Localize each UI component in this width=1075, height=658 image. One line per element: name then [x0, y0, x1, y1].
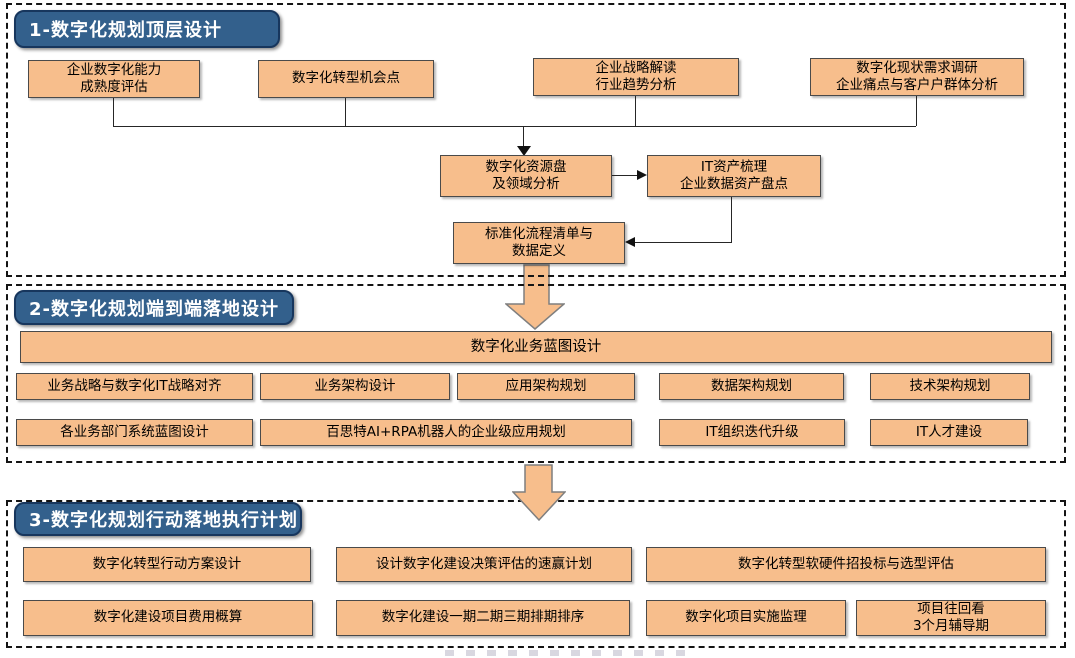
section-2-title: 2-数字化规划端到端落地设计 — [14, 290, 294, 325]
connector-line — [916, 96, 917, 126]
connector-line — [731, 197, 732, 243]
box-dept-blueprint: 各业务部门系统蓝图设计 — [16, 419, 253, 446]
box-process-list: 标准化流程清单与 数据定义 — [453, 222, 625, 264]
arrowhead-left — [625, 237, 635, 247]
box-data-architecture: 数据架构规划 — [659, 373, 844, 400]
big-down-arrow-1 — [505, 264, 565, 330]
connector-line — [635, 96, 636, 126]
box-strategy-interpretation: 企业战略解读 行业趋势分析 — [533, 58, 739, 96]
box-bidding-evaluation: 数字化转型软硬件招投标与选型评估 — [646, 547, 1046, 582]
box-it-org-upgrade: IT组织迭代升级 — [659, 419, 845, 446]
box-quick-win-plan: 设计数字化建设决策评估的速赢计划 — [336, 547, 632, 582]
connector-line — [612, 175, 638, 176]
box-project-review: 项目往回看 3个月辅导期 — [856, 600, 1046, 636]
connector-line — [635, 242, 732, 243]
box-status-research: 数字化现状需求调研 企业痛点与客户户群体分析 — [810, 58, 1024, 96]
box-cost-estimate: 数字化建设项目费用概算 — [23, 600, 313, 636]
box-application-architecture: 应用架构规划 — [457, 373, 635, 400]
box-resource-inventory: 数字化资源盘 及领域分析 — [440, 155, 612, 197]
box-implementation-supervision: 数字化项目实施监理 — [646, 600, 846, 636]
arrowhead-right — [637, 170, 647, 180]
section-2-frame — [6, 284, 1066, 463]
section-3-title: 3-数字化规划行动落地执行计划 — [14, 502, 302, 536]
box-it-asset-review: IT资产梳理 企业数据资产盘点 — [647, 155, 821, 197]
arrowhead-down — [517, 146, 531, 156]
cropped-text-fragment — [445, 650, 685, 656]
box-transformation-opportunities: 数字化转型机会点 — [258, 60, 434, 98]
connector-line — [113, 126, 916, 127]
box-ai-rpa-planning: 百思特AI+RPA机器人的企业级应用规划 — [260, 419, 632, 446]
box-action-plan: 数字化转型行动方案设计 — [23, 547, 311, 582]
box-capability-maturity: 企业数字化能力 成熟度评估 — [28, 60, 200, 98]
box-phase-scheduling: 数字化建设一期二期三期排期排序 — [336, 600, 630, 636]
big-down-arrow-2 — [512, 464, 566, 521]
box-it-talent: IT人才建设 — [870, 419, 1028, 446]
box-business-architecture: 业务架构设计 — [260, 373, 450, 400]
banner-business-blueprint: 数字化业务蓝图设计 — [20, 331, 1052, 363]
box-tech-architecture: 技术架构规划 — [870, 373, 1030, 400]
connector-line — [345, 98, 346, 126]
connector-line — [113, 98, 114, 126]
box-strategy-alignment: 业务战略与数字化IT战略对齐 — [16, 373, 253, 400]
section-1-title: 1-数字化规划顶层设计 — [14, 10, 280, 48]
connector-line — [523, 126, 524, 147]
section-1-frame — [6, 3, 1066, 277]
